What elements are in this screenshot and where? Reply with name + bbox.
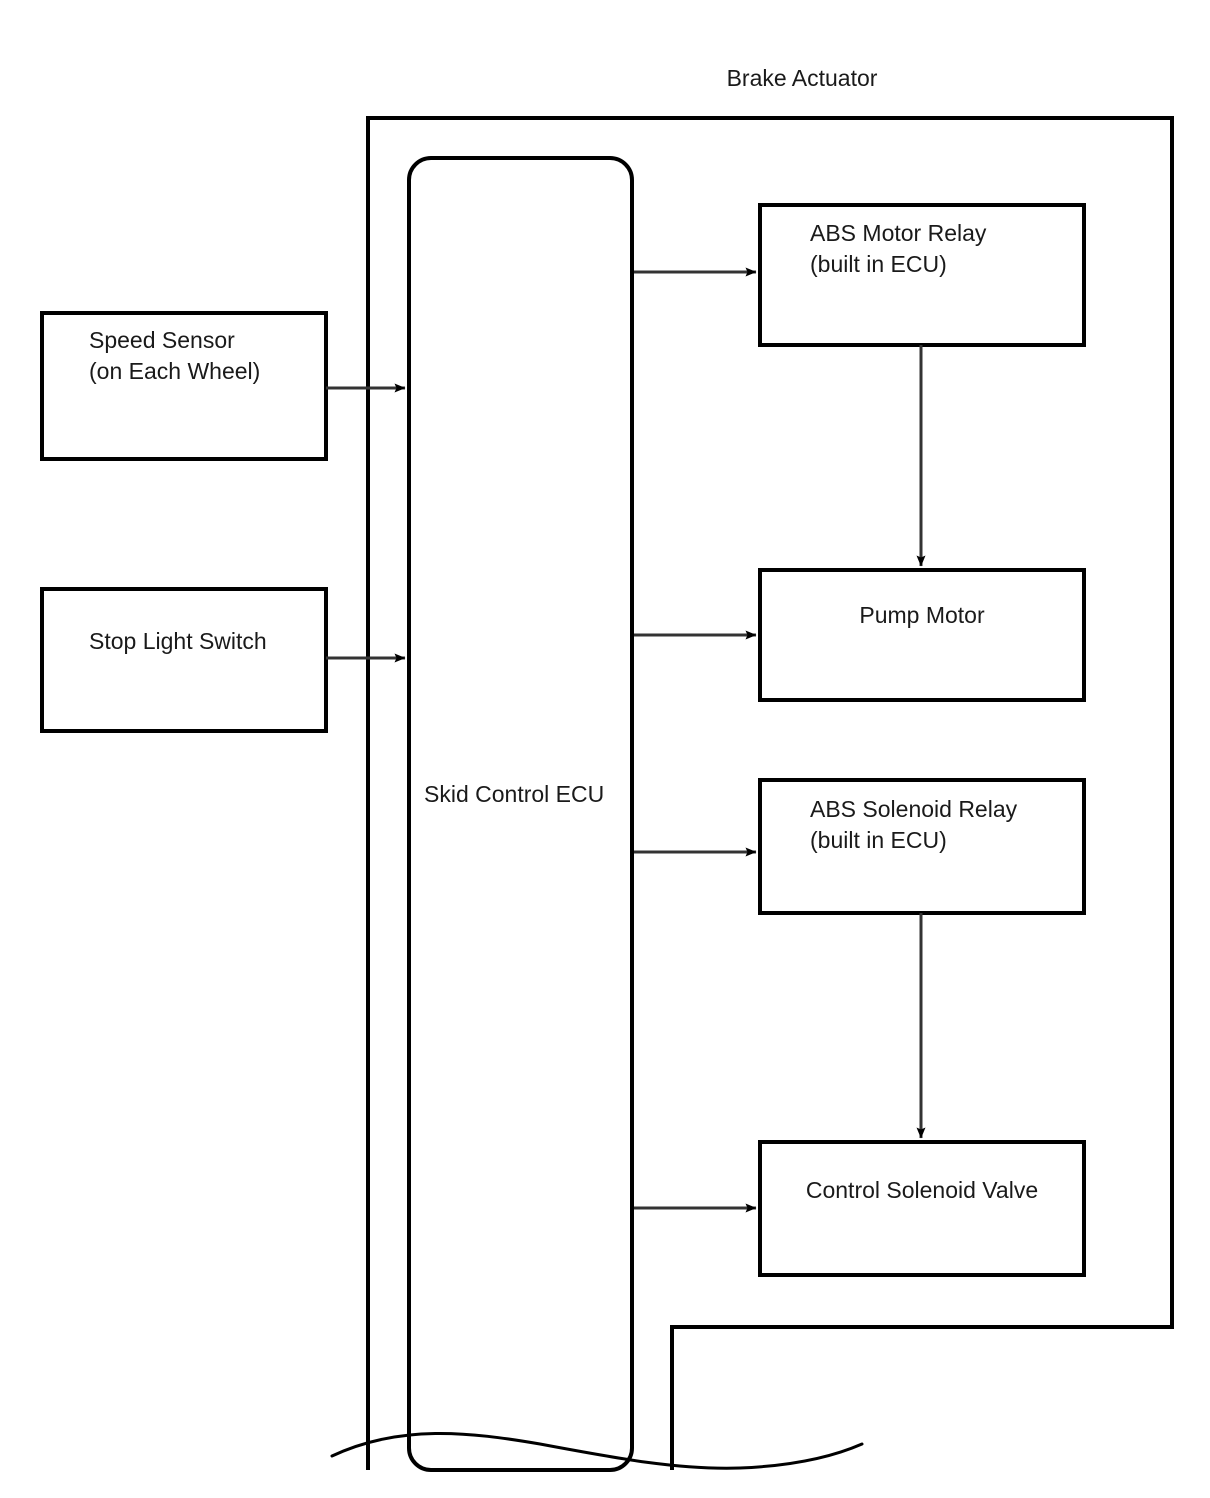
skid-control-ecu-box: Skid Control ECU [407, 156, 634, 1472]
brake-actuator-enclosure [366, 116, 1174, 1470]
skid-control-ecu-rect [407, 156, 634, 1472]
control-solenoid-valve-label: Control Solenoid Valve [806, 1177, 1038, 1203]
brake-actuator-border [366, 116, 1174, 1470]
diagram-title: Brake Actuator [727, 65, 878, 91]
abs-motor-relay-rect [758, 203, 1086, 347]
pump-motor-rect [758, 568, 1086, 702]
abs-motor-relay-label: ABS Motor Relay(built in ECU) [810, 220, 987, 277]
stop-light-switch-label: Stop Light Switch [89, 628, 267, 654]
stop-light-switch-rect [40, 587, 328, 733]
input-box-stop-light-switch: Stop Light Switch [40, 587, 328, 733]
connections-group [326, 267, 926, 1213]
pump-motor-label: Pump Motor [859, 602, 985, 628]
abs-solenoid-relay-label: ABS Solenoid Relay(built in ECU) [810, 796, 1018, 853]
output-box-abs-motor-relay: ABS Motor Relay(built in ECU) [758, 203, 1086, 347]
output-box-control-solenoid-valve: Control Solenoid Valve [758, 1140, 1086, 1277]
control-solenoid-valve-rect [758, 1140, 1086, 1277]
speed-sensor-rect [40, 311, 328, 461]
output-box-abs-solenoid-relay: ABS Solenoid Relay(built in ECU) [758, 778, 1086, 915]
diagram-break-line [330, 1431, 864, 1470]
abs-solenoid-relay-rect [758, 778, 1086, 915]
skid-control-ecu-label: Skid Control ECU [424, 781, 604, 807]
output-box-pump-motor: Pump Motor [758, 568, 1086, 702]
diagram-break-line [330, 1431, 864, 1470]
input-box-speed-sensor: Speed Sensor(on Each Wheel) [40, 311, 328, 461]
input-boxes-group: Speed Sensor(on Each Wheel) Stop Light Sw… [40, 311, 328, 733]
output-boxes-group: ABS Motor Relay(built in ECU) Pump MotorA… [758, 203, 1086, 1277]
speed-sensor-label: Speed Sensor(on Each Wheel) [89, 327, 260, 384]
